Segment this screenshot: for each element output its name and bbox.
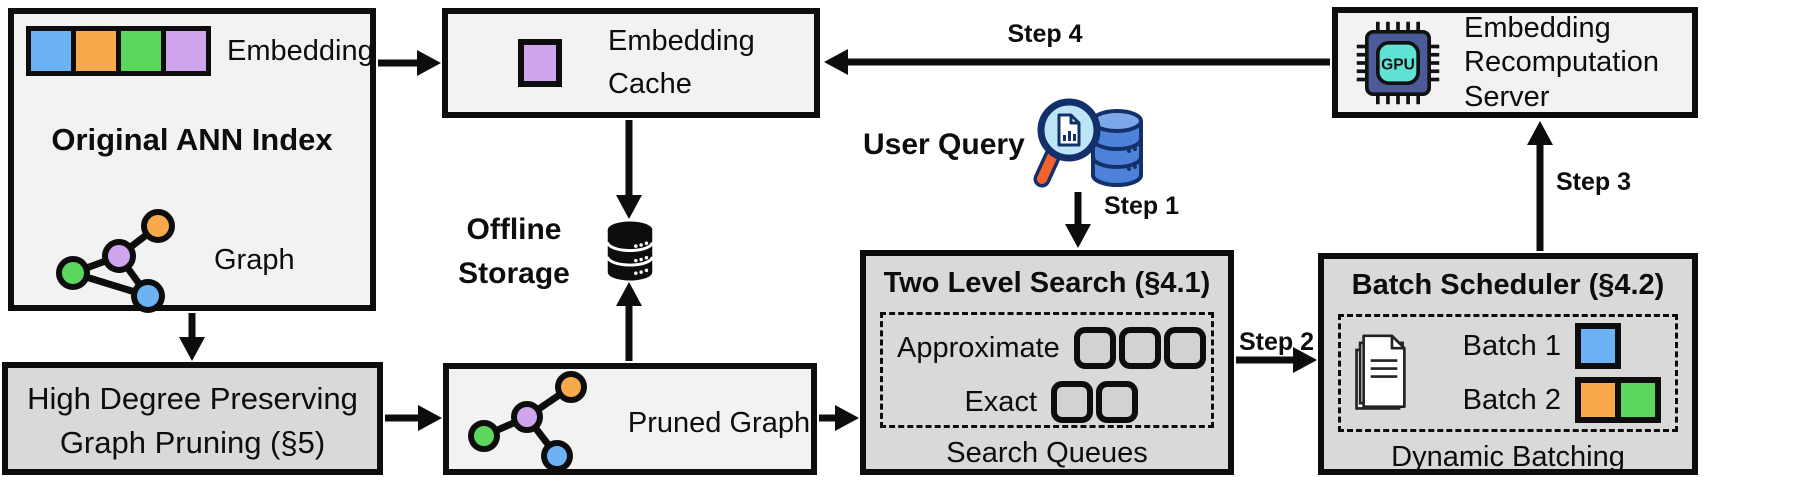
batch1-row: Batch 1: [1415, 319, 1621, 373]
dynamic-batching-caption: Dynamic Batching: [1391, 441, 1625, 473]
pruned-graph-label: Pruned Graph: [627, 407, 811, 439]
graph-label: Graph: [214, 244, 295, 276]
step-3-label: Step 3: [1556, 168, 1632, 196]
embedding-cache-box: Embedding Cache: [442, 8, 820, 118]
two-level-search-title: Two Level Search (§4.1): [883, 267, 1211, 299]
embedding-cell-green: [121, 31, 161, 71]
embedding-vector-icon: [26, 26, 211, 76]
approximate-label: Approximate: [897, 331, 1060, 364]
original-ann-index-box: Embedding Original ANN Index Graph: [8, 8, 376, 313]
embedding-cell-purple: [166, 31, 206, 71]
search-queues-caption: Search Queues: [946, 437, 1148, 469]
approximate-queue-slots: [1073, 327, 1206, 369]
gpu-chip-icon: GPU: [1356, 21, 1440, 104]
pruned-graph-box: Pruned Graph: [443, 363, 817, 475]
queue-slot: [1118, 327, 1161, 369]
exact-queue-row: Exact: [897, 375, 1197, 429]
pruned-graph-icon: [468, 371, 587, 471]
server-label-line1: Embedding: [1464, 12, 1611, 45]
batch2-squares: [1575, 377, 1661, 423]
approximate-queue-row: Approximate: [897, 321, 1206, 375]
two-level-search-box: Two Level Search (§4.1) Approximate Exac…: [860, 250, 1234, 475]
embedding-cache-label-line2: Cache: [608, 68, 692, 100]
embedding-cache-label-line1: Embedding: [608, 24, 755, 57]
offline-storage-label-line1: Offline: [466, 213, 562, 246]
search-queues-panel: Approximate Exact: [880, 312, 1214, 428]
step-1-label: Step 1: [1104, 192, 1180, 220]
documents-icon: [1355, 334, 1406, 410]
embedding-cell-orange: [76, 31, 116, 71]
graph-pruning-title-line2: Graph Pruning (§5): [59, 425, 326, 461]
dynamic-batching-panel: Batch 1 Batch 2: [1338, 314, 1678, 432]
batch-scheduler-title: Batch Scheduler (§4.2): [1351, 269, 1665, 301]
queue-slot: [1096, 381, 1138, 423]
gpu-chip-label: GPU: [1381, 56, 1415, 73]
exact-queue-slots: [1051, 381, 1138, 423]
user-query-label: User Query: [863, 128, 1025, 161]
batch2-row: Batch 2: [1415, 373, 1661, 427]
recomputation-server-box: GPU Embedding Recomputation Server: [1332, 7, 1698, 118]
cached-embedding-icon: [518, 39, 562, 87]
step-2-label: Step 2: [1238, 328, 1314, 356]
embedding-label: Embedding: [227, 34, 374, 67]
queue-slot: [1163, 327, 1206, 369]
graph-pruning-title-line1: High Degree Preserving: [27, 381, 358, 416]
queue-slot: [1073, 327, 1116, 369]
offline-storage-database-icon: [606, 221, 654, 281]
embedding-cell-blue: [31, 31, 71, 71]
graph-pruning-box: High Degree Preserving Graph Pruning (§5…: [2, 362, 383, 475]
batch1-query-blue: [1575, 323, 1621, 369]
batch2-label: Batch 2: [1462, 383, 1561, 416]
offline-storage-label-line2: Storage: [458, 256, 570, 290]
batch1-squares: [1575, 323, 1621, 369]
server-label-line2: Recomputation: [1464, 46, 1660, 79]
batch-scheduler-box: Batch Scheduler (§4.2) Batch 1: [1318, 253, 1698, 475]
user-query-icon: [1033, 98, 1143, 188]
original-graph-icon: [56, 209, 175, 313]
ann-index-title: Original ANN Index: [51, 122, 333, 157]
user-query-group: User Query: [863, 95, 1151, 195]
queue-slot: [1051, 381, 1093, 423]
server-label-line3: Server: [1464, 80, 1550, 113]
batch1-label: Batch 1: [1462, 329, 1561, 362]
step-4-label: Step 4: [1007, 20, 1083, 48]
batch2-query-green: [1615, 377, 1661, 423]
exact-label: Exact: [964, 385, 1037, 418]
